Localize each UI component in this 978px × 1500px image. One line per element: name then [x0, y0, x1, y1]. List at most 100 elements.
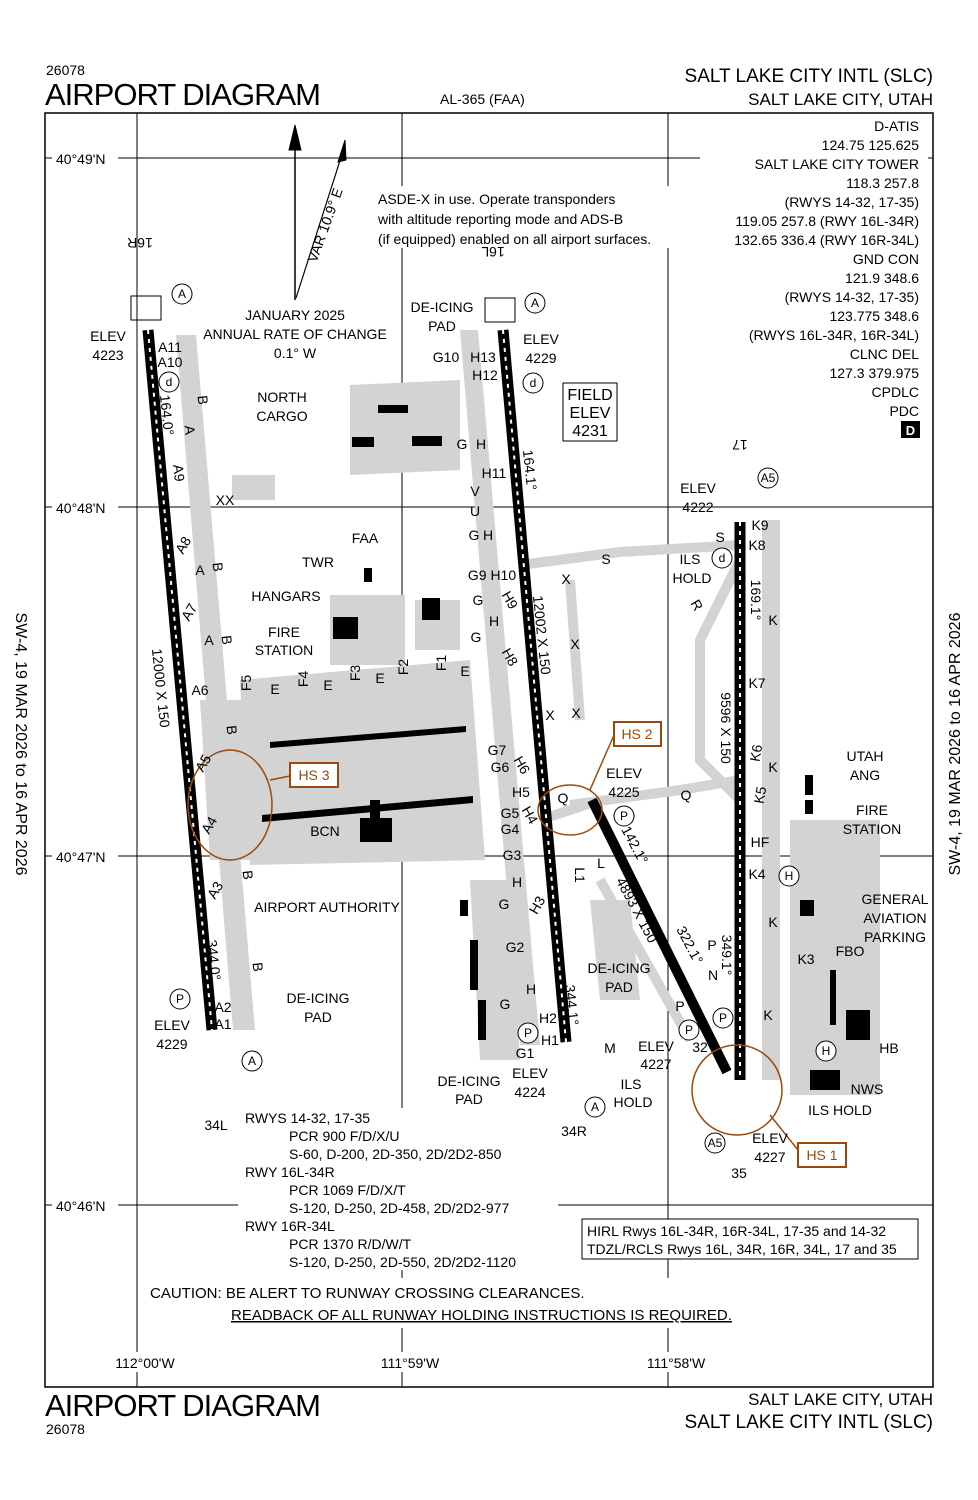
map-label: P	[707, 937, 716, 953]
hot-spot-3-label[interactable]: HS 3	[298, 767, 329, 783]
map-label: G	[457, 436, 468, 452]
map-label: U	[470, 503, 480, 519]
map-label: L1	[572, 867, 588, 883]
frequency-line: SALT LAKE CITY TOWER	[755, 156, 919, 172]
map-label: FBO	[836, 943, 865, 959]
hot-spot-outlines	[187, 734, 799, 1151]
map-label: 4227	[640, 1056, 671, 1072]
map-label: H	[526, 981, 536, 997]
map-label: HOLD	[614, 1094, 653, 1110]
map-label: A10	[158, 354, 183, 370]
map-label: B	[240, 870, 257, 881]
map-label: G2	[506, 939, 525, 955]
map-label: 35	[731, 1165, 747, 1181]
map-label: B	[219, 635, 236, 646]
map-label: Q	[681, 787, 692, 803]
frequency-line: GND CON	[853, 251, 919, 267]
map-label: GENERAL	[862, 891, 929, 907]
map-label: A9	[170, 464, 188, 483]
map-label: F5	[238, 675, 254, 692]
frequency-line: CPDLC	[872, 384, 919, 400]
map-label: K	[768, 759, 778, 775]
map-label: X	[571, 705, 581, 721]
note-line: ASDE-X in use. Operate transponders	[378, 191, 615, 207]
runway-info-line: RWY 16L-34R	[245, 1164, 335, 1180]
map-label: K	[768, 914, 778, 930]
map-label: G	[471, 629, 482, 645]
map-label: HOLD	[673, 570, 712, 586]
map-label: FIRE	[856, 802, 888, 818]
map-label: ELEV	[638, 1038, 674, 1054]
navaid-symbol-icon	[613, 805, 635, 827]
runway-info-line: RWYS 14-32, 17-35	[245, 1110, 370, 1126]
map-label: G6	[491, 759, 510, 775]
map-label: ILS HOLD	[808, 1102, 872, 1118]
pdc-badge-label: D	[906, 423, 915, 438]
navaid-symbol-icon	[522, 372, 544, 394]
map-label: 4223	[92, 347, 123, 363]
map-label: A	[182, 425, 199, 437]
lighting-box: HIRL Rwys 16L-34R, 16R-34L, 17-35 and 14…	[581, 1218, 919, 1260]
map-label: 12000 X 150	[149, 648, 173, 729]
map-label: 9596 X 150	[718, 692, 734, 764]
map-label: 4222	[682, 499, 713, 515]
map-label: 349.1°	[719, 935, 735, 976]
lon-label: 111°59'W	[381, 1355, 440, 1371]
caution-note: CAUTION: BE ALERT TO RUNWAY CROSSING CLE…	[150, 1285, 732, 1324]
navaid-symbol-icon	[712, 1007, 734, 1029]
map-label: HF	[751, 834, 770, 850]
navaid-symbol-icon	[704, 1132, 726, 1154]
buildings	[262, 405, 870, 1090]
map-label: 4229	[525, 350, 556, 366]
navaid-symbol-label: A	[178, 287, 186, 301]
map-label: 17	[732, 437, 748, 453]
latitude-labels: 40°49'N 40°48'N 40°47'N 40°46'N	[52, 148, 118, 1215]
city-name: SALT LAKE CITY, UTAH	[748, 90, 933, 109]
map-label: A8	[172, 533, 195, 556]
map-label: XX	[216, 492, 235, 508]
lat-label: 40°47'N	[56, 849, 106, 865]
frequency-line: 124.75 125.625	[822, 137, 920, 153]
map-label: PARKING	[864, 929, 926, 945]
hot-spot-1-label[interactable]: HS 1	[806, 1147, 837, 1163]
map-label: H5	[512, 784, 530, 800]
navaid-symbol-icon	[711, 547, 733, 569]
map-label: V	[470, 483, 480, 499]
map-label: G	[499, 896, 510, 912]
map-label: 4229	[156, 1036, 187, 1052]
map-label: DE-ICING	[287, 990, 350, 1006]
map-label: A	[195, 562, 205, 578]
map-label: A3	[204, 878, 227, 901]
map-label: H	[483, 527, 493, 543]
map-label: ELEV	[154, 1017, 190, 1033]
map-label: ELEV	[680, 480, 716, 496]
map-label: G3	[503, 847, 522, 863]
navaid-symbol-label: d	[719, 551, 726, 565]
map-label: 344.0°	[204, 939, 224, 981]
map-label: R	[688, 597, 707, 614]
footer-chart-id: 26078	[46, 1421, 85, 1437]
map-label: 169.1°	[748, 580, 764, 621]
map-label: HB	[879, 1040, 898, 1056]
frequency-line: 123.775 348.6	[829, 308, 919, 324]
navaid-symbol-icon	[158, 371, 180, 393]
map-label: A6	[191, 682, 208, 698]
map-label: H	[489, 613, 499, 629]
frequency-line: 132.65 336.4 (RWY 16R-34L)	[734, 232, 919, 248]
map-label: ELEV	[512, 1065, 548, 1081]
map-label: S	[715, 529, 724, 545]
hot-spot-2-label[interactable]: HS 2	[621, 726, 652, 742]
field-elev-label: FIELD	[567, 387, 612, 404]
runway-16L-34R	[484, 297, 572, 1043]
map-label: F1	[433, 655, 449, 672]
map-label: A1	[214, 1016, 231, 1032]
map-label: G1	[516, 1045, 535, 1061]
map-label: A4	[198, 813, 221, 836]
map-label: G10	[433, 349, 460, 365]
asdex-note: ASDE-X in use. Operate transponders with…	[377, 191, 651, 247]
map-label: HANGARS	[251, 588, 320, 604]
map-label: JANUARY 2025	[245, 307, 345, 323]
frequency-line: 119.05 257.8 (RWY 16L-34R)	[735, 213, 919, 229]
navaid-symbol-icon	[815, 1040, 837, 1062]
